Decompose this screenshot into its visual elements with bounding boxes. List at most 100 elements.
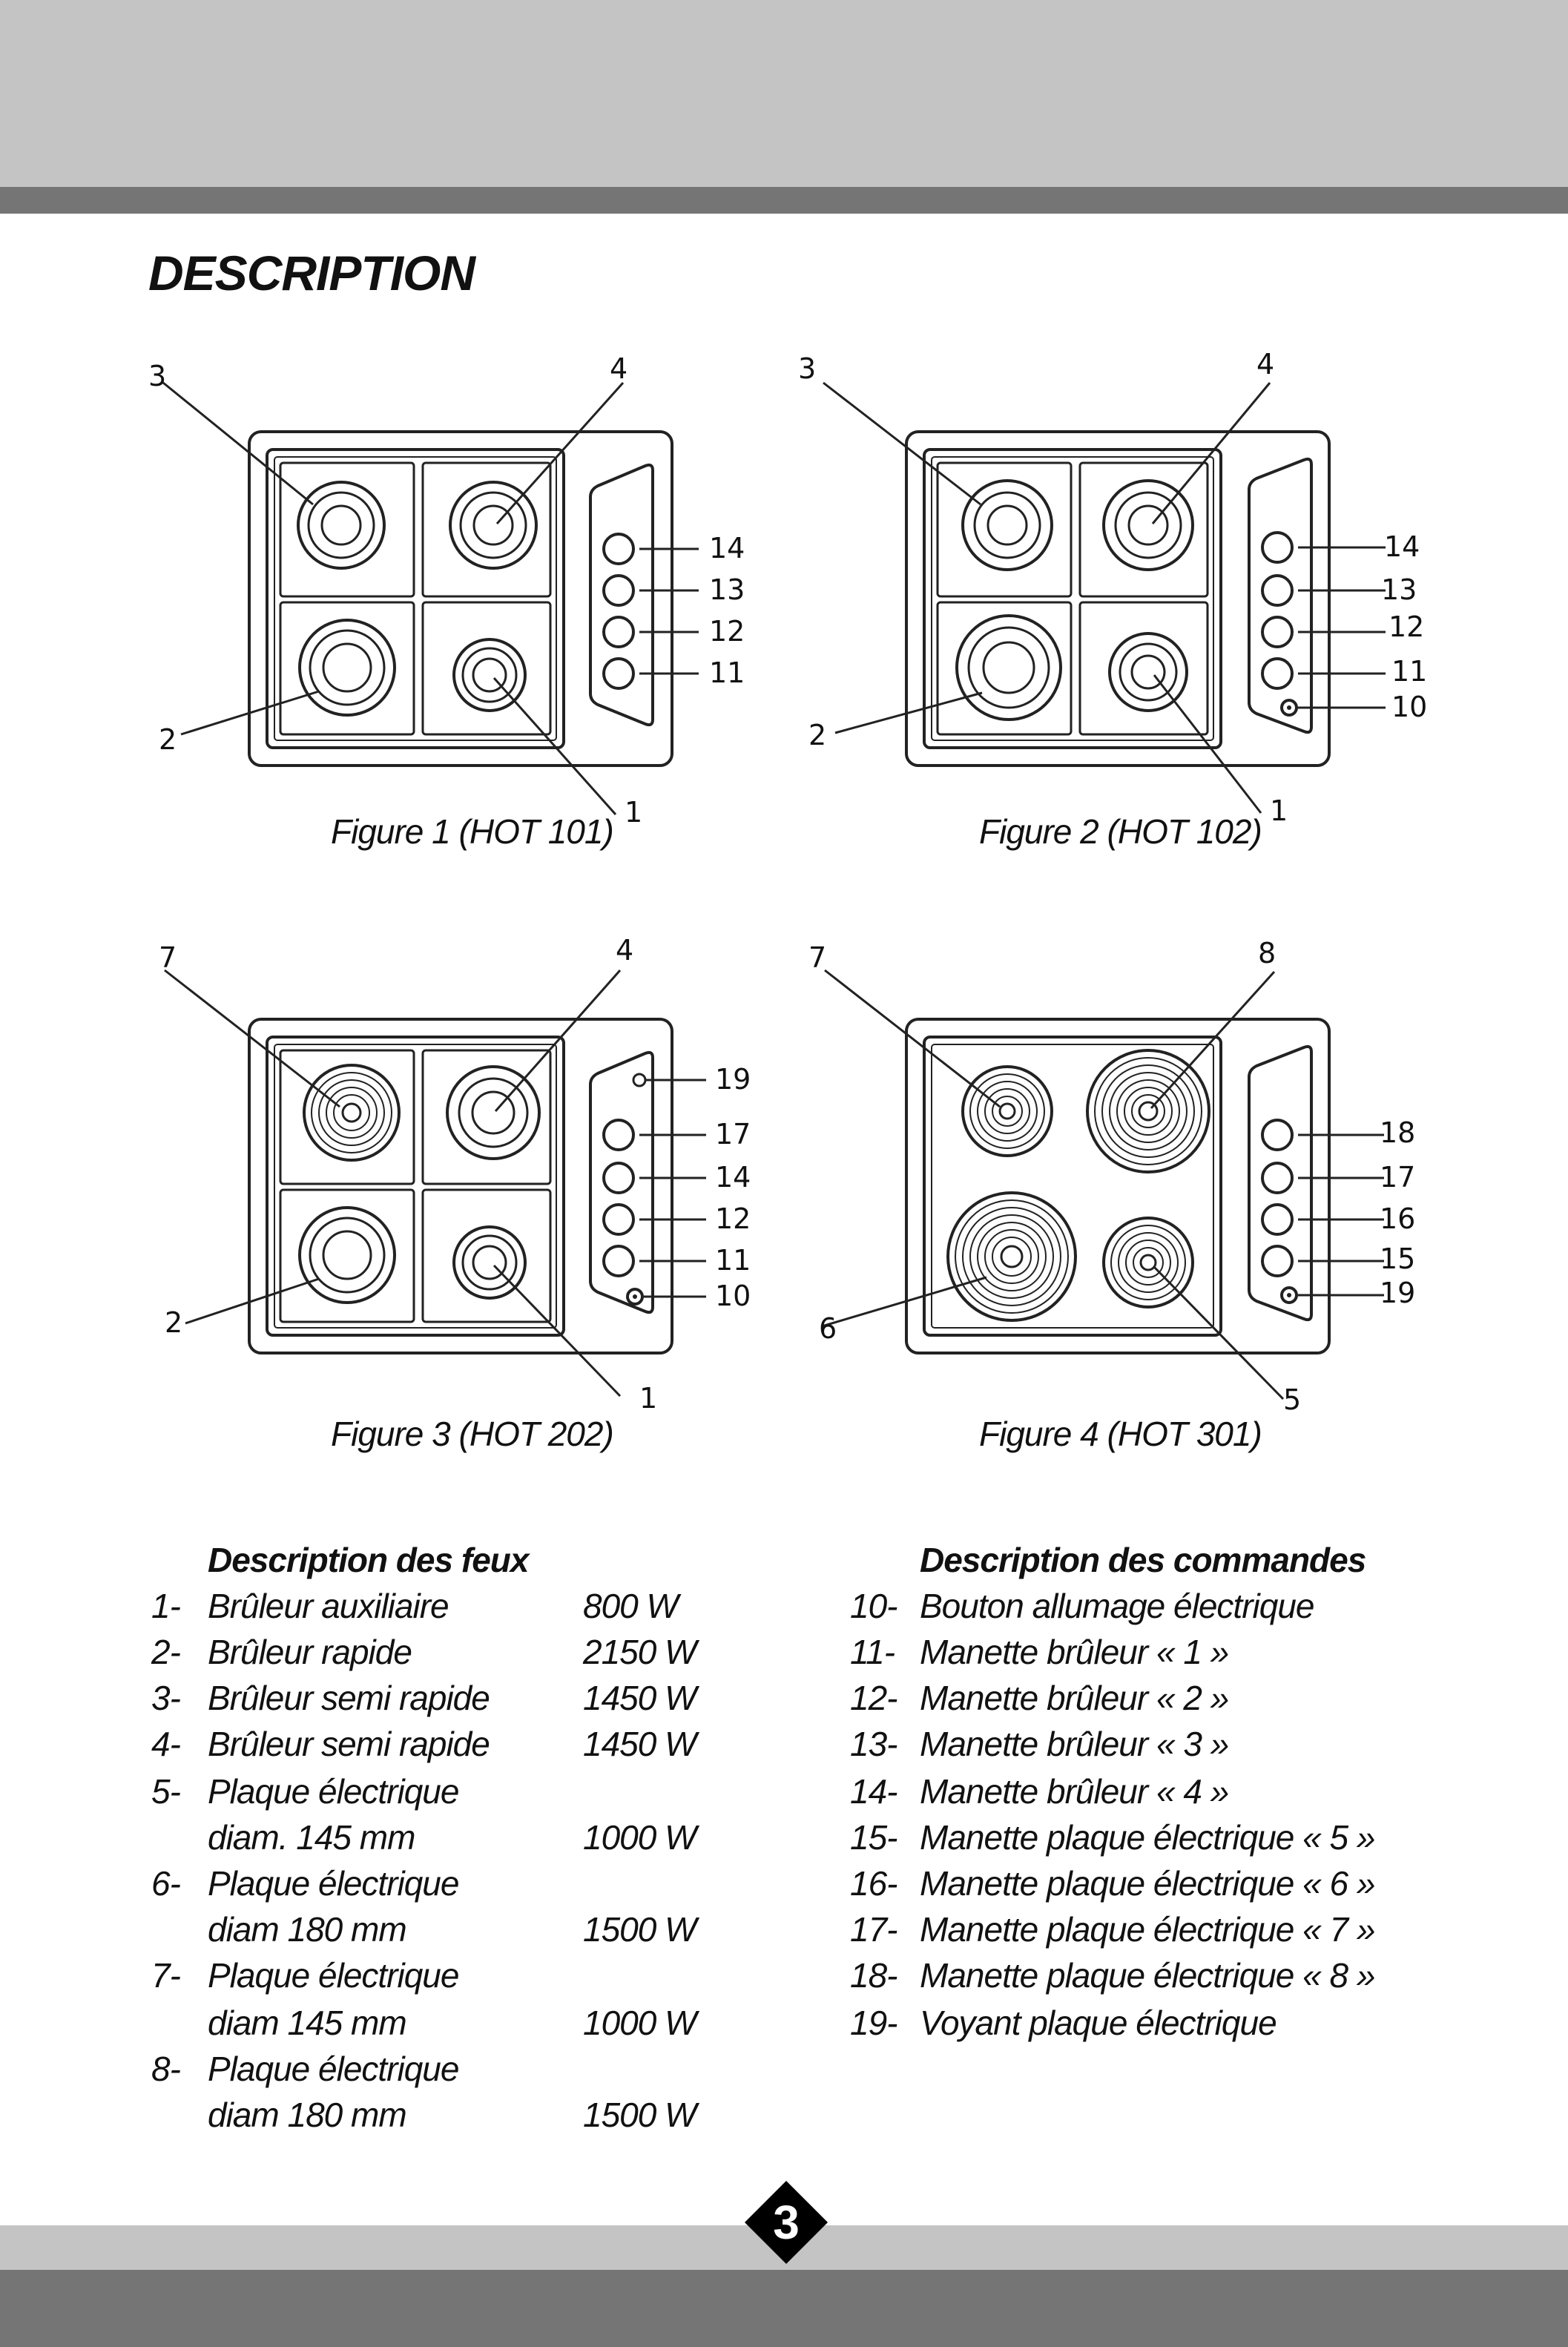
callout-label: 1: [1270, 794, 1288, 827]
callout-label: 2: [165, 1306, 182, 1339]
burner-power: 1500 W: [583, 2096, 697, 2134]
callout-label: 3: [148, 360, 166, 392]
control-name: Manette plaque électrique « 6 »: [920, 1864, 1375, 1903]
burner-power: 1500 W: [583, 1910, 697, 1949]
figure-3-caption: Figure 3 (HOT 202): [331, 1415, 614, 1453]
control-number: 19-: [850, 2004, 897, 2042]
control-number: 14-: [850, 1772, 897, 1811]
control-name: Manette brûleur « 1 »: [920, 1633, 1229, 1671]
control-number: 12-: [850, 1679, 897, 1717]
burner-name: Plaque électrique: [208, 1864, 459, 1903]
control-number: 13-: [850, 1725, 897, 1763]
control-number: 15-: [850, 1818, 897, 1857]
burner-number: 4-: [151, 1725, 181, 1763]
burner-power: 1000 W: [583, 2004, 697, 2042]
callout-label: 11: [715, 1244, 751, 1277]
burner-number: 3-: [151, 1679, 181, 1717]
callout-label: 12: [715, 1202, 751, 1235]
control-number: 18-: [850, 1956, 897, 1995]
burner-detail: diam. 145 mm: [208, 1818, 415, 1857]
callout-label: 17: [715, 1118, 751, 1151]
figure-1: 3 4 14 13 12 11 2 1: [148, 349, 757, 842]
callout-label: 3: [798, 352, 816, 385]
burner-power: 1000 W: [583, 1818, 697, 1857]
burner-number: 8-: [151, 2050, 181, 2088]
burner-name: Brûleur auxiliaire: [208, 1587, 449, 1625]
figure-3: 7 4 19 17 14 12 11 10 2 1: [148, 934, 771, 1429]
callout-label: 6: [819, 1312, 837, 1345]
page-title: DESCRIPTION: [148, 246, 475, 300]
control-list-title: Description des commandes: [920, 1541, 1366, 1579]
callout-label: 14: [715, 1161, 751, 1194]
callout-label: 1: [625, 796, 642, 829]
callout-label: 4: [616, 936, 633, 967]
callout-label: 4: [1256, 349, 1274, 381]
figure-2: 3 4 14 13 12 11 10 2 1: [798, 348, 1451, 842]
burner-detail: diam 180 mm: [208, 2096, 407, 2134]
burner-number: 2-: [151, 1633, 181, 1671]
figure-2-caption: Figure 2 (HOT 102): [979, 812, 1262, 851]
callout-label: 5: [1283, 1383, 1301, 1416]
callout-label: 13: [1381, 573, 1417, 606]
burner-name: Brûleur semi rapide: [208, 1679, 490, 1717]
burner-power: 1450 W: [583, 1725, 697, 1763]
control-number: 16-: [850, 1864, 897, 1903]
control-name: Manette plaque électrique « 5 »: [920, 1818, 1375, 1857]
burner-name: Plaque électrique: [208, 2050, 459, 2088]
burner-name: Plaque électrique: [208, 1772, 459, 1811]
callout-label: 1: [639, 1382, 657, 1415]
control-name: Voyant plaque électrique: [920, 2004, 1277, 2042]
callout-label: 10: [1391, 691, 1427, 723]
callout-label: 14: [709, 532, 745, 564]
callout-label: 15: [1380, 1242, 1415, 1275]
burner-name: Brûleur semi rapide: [208, 1725, 490, 1763]
figure-4-caption: Figure 4 (HOT 301): [979, 1415, 1262, 1453]
header-stripe: [0, 187, 1568, 214]
callout-label: 4: [610, 352, 627, 385]
callout-label: 12: [709, 615, 745, 648]
callout-label: 19: [1380, 1277, 1415, 1309]
figure-4: 7 8 18 17 16 15 19 6 5: [798, 936, 1451, 1429]
callout-label: 12: [1389, 610, 1424, 643]
header-band: [0, 0, 1568, 187]
control-number: 11-: [850, 1633, 895, 1671]
page-number: 3: [773, 2196, 800, 2249]
figure-1-caption: Figure 1 (HOT 101): [331, 812, 614, 851]
callout-label: 14: [1384, 530, 1420, 563]
callout-label: 18: [1380, 1116, 1415, 1149]
callout-label: 2: [808, 719, 826, 751]
footer-stripe: [0, 2270, 1568, 2347]
callout-label: 10: [715, 1280, 751, 1312]
burner-number: 1-: [151, 1587, 181, 1625]
control-number: 10-: [850, 1587, 897, 1625]
control-name: Manette brûleur « 2 »: [920, 1679, 1229, 1717]
burner-detail: diam 180 mm: [208, 1910, 407, 1949]
burner-power: 800 W: [583, 1587, 679, 1625]
burner-power: 2150 W: [583, 1633, 697, 1671]
callout-label: 11: [709, 656, 745, 689]
burner-number: 5-: [151, 1772, 181, 1811]
burner-number: 6-: [151, 1864, 181, 1903]
control-name: Bouton allumage électrique: [920, 1587, 1314, 1625]
burner-list-title: Description des feux: [208, 1541, 529, 1579]
callout-label: 2: [159, 723, 177, 756]
control-name: Manette brûleur « 3 »: [920, 1725, 1229, 1763]
burner-number: 7-: [151, 1956, 181, 1995]
control-name: Manette plaque électrique « 7 »: [920, 1910, 1375, 1949]
control-name: Manette brûleur « 4 »: [920, 1772, 1229, 1811]
callout-label: 16: [1380, 1202, 1415, 1235]
callout-label: 19: [715, 1063, 751, 1096]
callout-label: 13: [709, 573, 745, 606]
page-number-diamond-icon: [745, 2181, 828, 2264]
burner-detail: diam 145 mm: [208, 2004, 407, 2042]
burner-name: Brûleur rapide: [208, 1633, 412, 1671]
callout-label: 11: [1391, 655, 1427, 688]
control-name: Manette plaque électrique « 8 »: [920, 1956, 1375, 1995]
burner-name: Plaque électrique: [208, 1956, 459, 1995]
burner-power: 1450 W: [583, 1679, 697, 1717]
callout-label: 7: [159, 941, 177, 974]
control-number: 17-: [850, 1910, 897, 1949]
callout-label: 17: [1380, 1161, 1415, 1194]
callout-label: 7: [808, 941, 826, 974]
callout-label: 8: [1258, 937, 1276, 970]
